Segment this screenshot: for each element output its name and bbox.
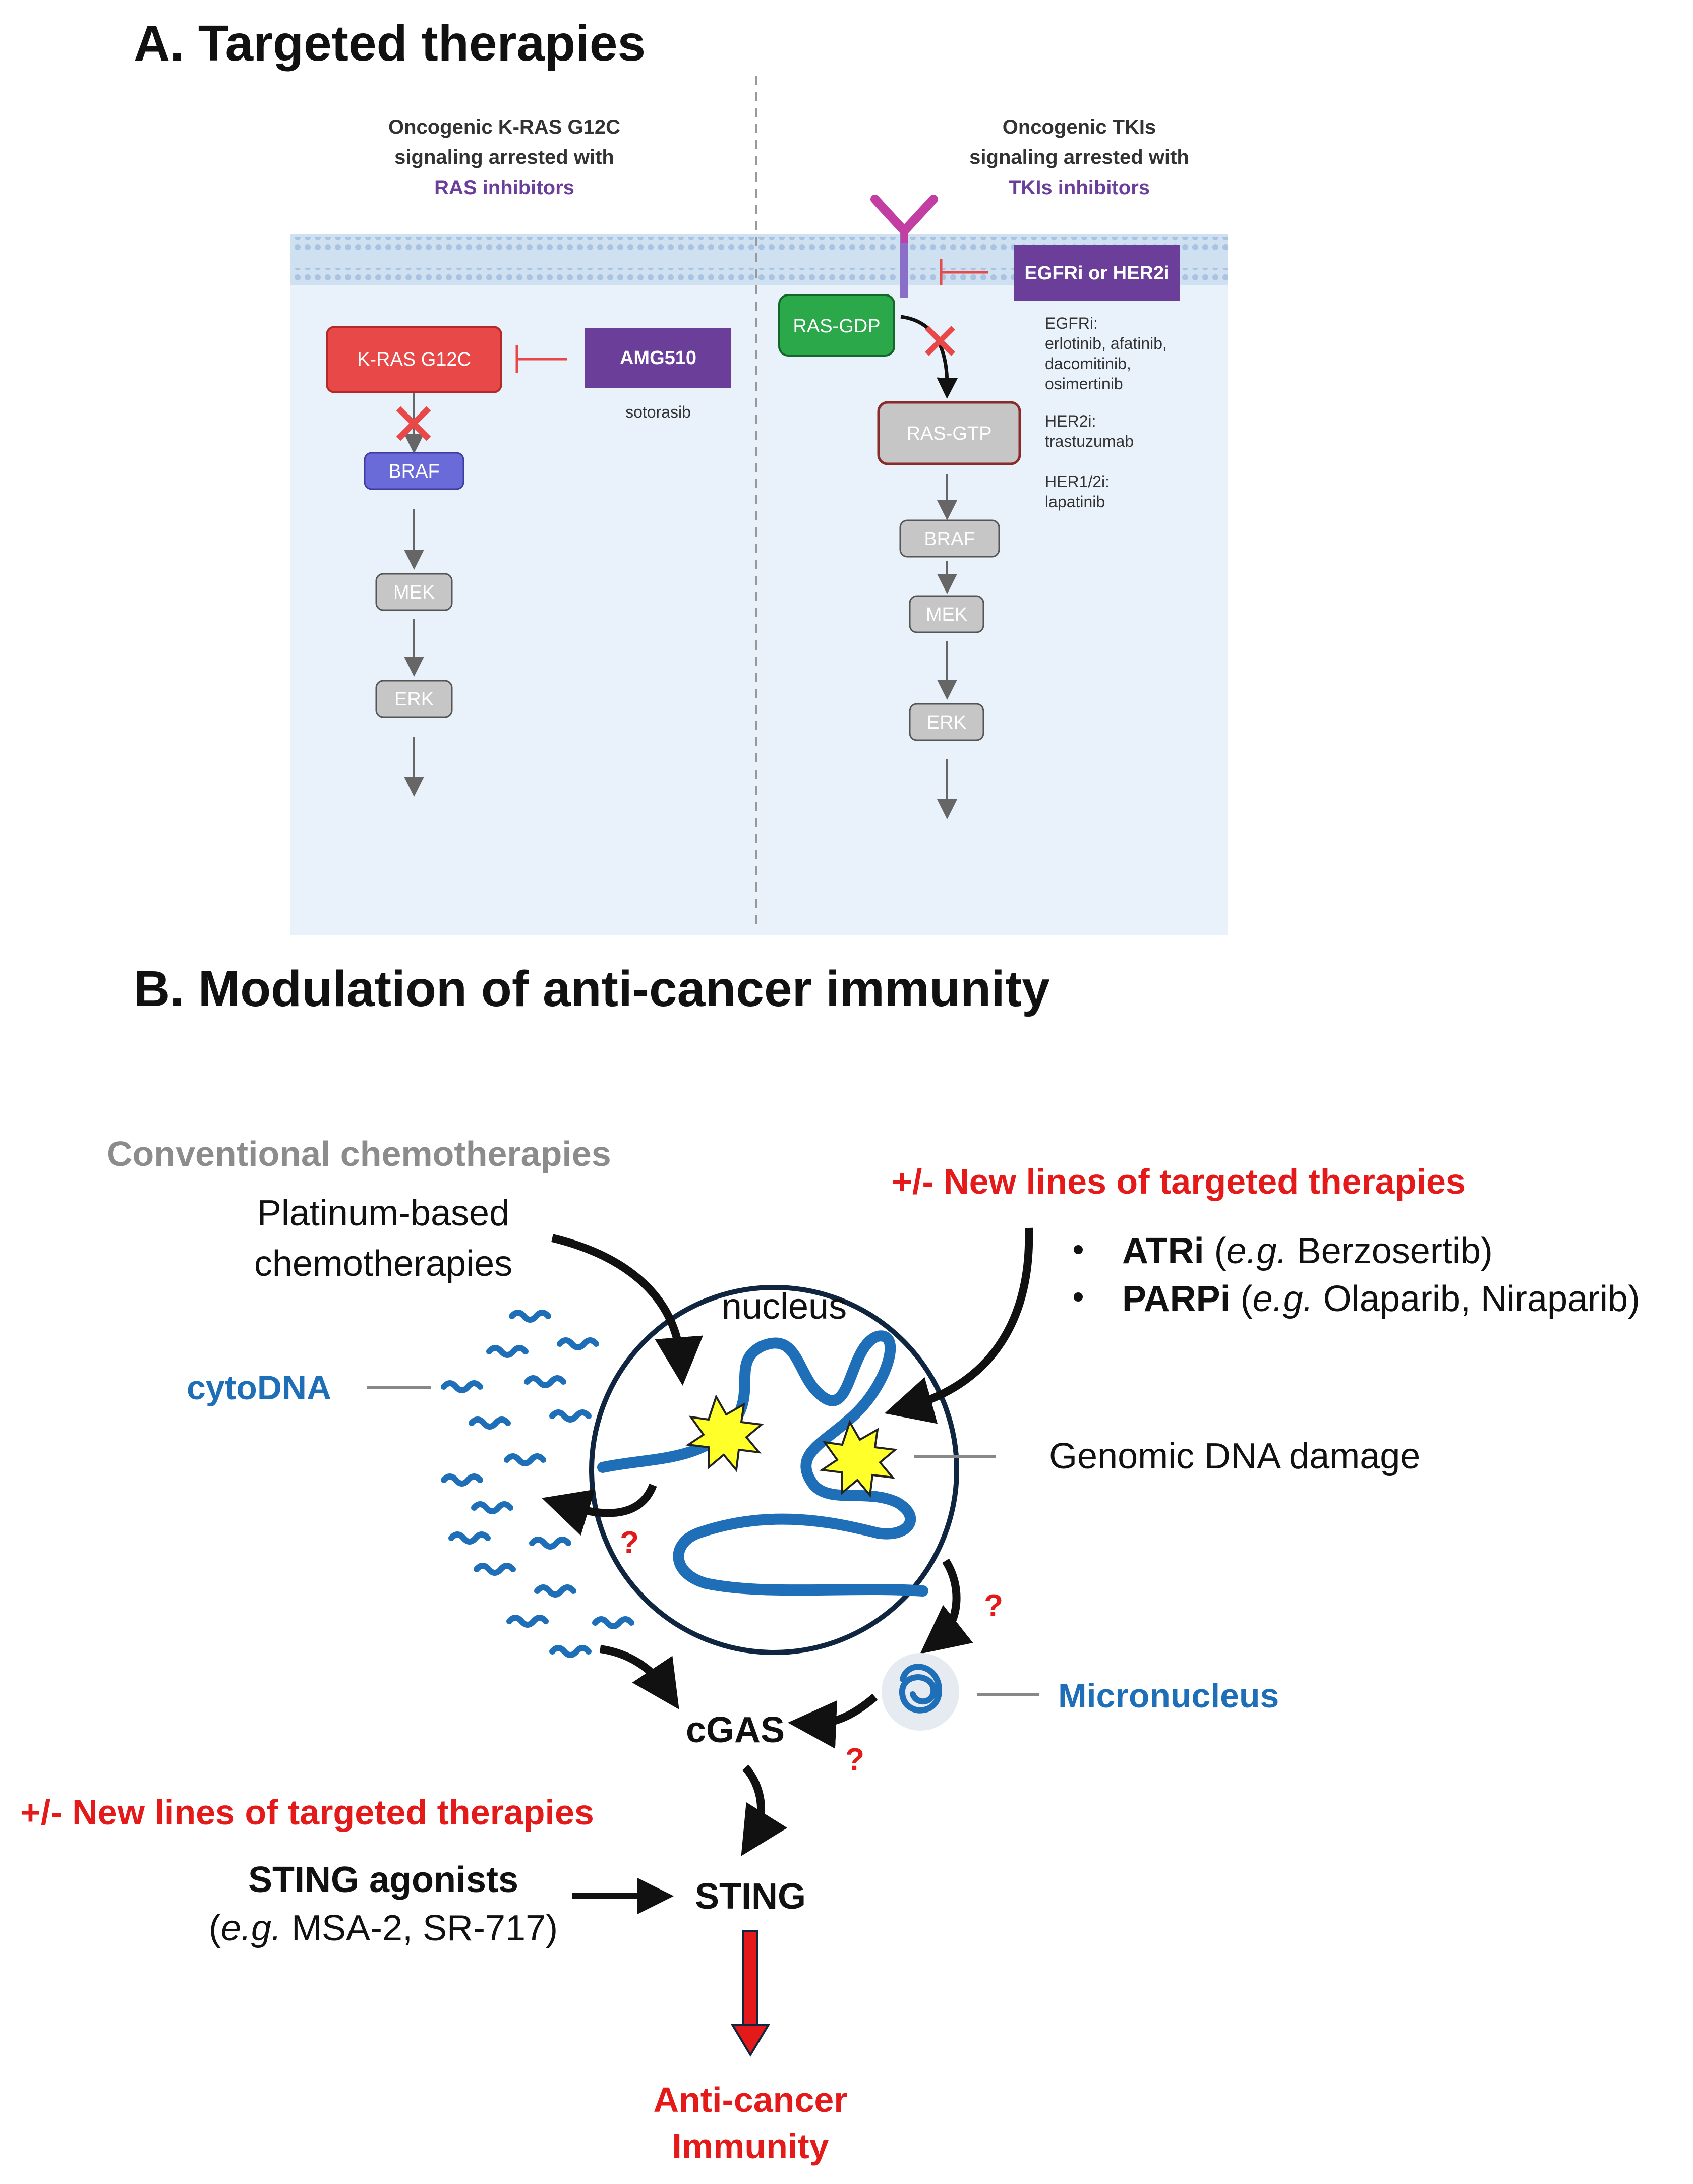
svg-text:Immunity: Immunity <box>672 2127 829 2166</box>
receptor-icon <box>870 195 938 298</box>
cytodna-fragments-icon <box>441 1310 634 1658</box>
svg-text:HER2i:: HER2i: <box>1045 412 1096 430</box>
anti-cancer-immunity-label: Anti-cancer Immunity <box>653 2080 847 2166</box>
sting-agonists-examples: (e.g. MSA-2, SR-717) <box>209 1908 558 1949</box>
ras-gtp-label: RAS-GTP <box>907 423 992 444</box>
egfri-her2i-label: EGFRi or HER2i <box>1024 263 1169 284</box>
dna-damage-star-icon-2 <box>819 1420 898 1498</box>
amg510-box <box>585 328 731 388</box>
svg-text:TKIs inhibitors: TKIs inhibitors <box>1009 176 1150 199</box>
ras-gtp-box <box>877 401 1021 465</box>
svg-text:chemotherapies: chemotherapies <box>254 1244 512 1284</box>
genomic-damage-label: Genomic DNA damage <box>1049 1436 1420 1477</box>
new-lines-bottom-label: +/- New lines of targeted therapies <box>20 1793 594 1832</box>
sting-to-immunity-arrow <box>730 1930 771 2057</box>
sotorasib-label: sotorasib <box>625 403 691 421</box>
right-erk-box <box>909 703 984 741</box>
micronucleus-to-cgas-arrow <box>788 1693 878 1749</box>
right-braf-label: BRAF <box>924 528 975 550</box>
left-mek-label: MEK <box>393 582 435 603</box>
svg-text:Platinum-based: Platinum-based <box>257 1193 509 1233</box>
parpi-bullet: PARPi (e.g. Olaparib, Niraparib) <box>1074 1279 1640 1319</box>
right-mek-box <box>909 595 984 633</box>
cgas-label: cGAS <box>686 1710 785 1750</box>
right-erk-label: ERK <box>927 712 966 733</box>
amg510-label: AMG510 <box>620 347 696 369</box>
svg-text:erlotinib, afatinib,: erlotinib, afatinib, <box>1045 334 1167 352</box>
question-mark-2: ? <box>984 1588 1003 1623</box>
svg-text:PARPi (e.g. Olaparib, Nirapari: PARPi (e.g. Olaparib, Niraparib) <box>1122 1279 1640 1319</box>
svg-text:osimertinib: osimertinib <box>1045 375 1123 393</box>
ras-gdp-label: RAS-GDP <box>793 316 880 337</box>
kras-g12c-label: K-RAS G12C <box>357 349 471 370</box>
dna-to-micronucleus-arrow <box>920 1558 973 1654</box>
right-braf-box <box>899 519 1000 558</box>
svg-text:trastuzumab: trastuzumab <box>1045 432 1134 450</box>
sting-label: STING <box>695 1876 806 1917</box>
genomic-dna-strand <box>597 1330 928 1597</box>
right-mek-label: MEK <box>926 604 967 625</box>
left-header: Oncogenic K-RAS G12C signaling arrested … <box>388 116 620 199</box>
cytodna-label: cytoDNA <box>187 1369 331 1407</box>
svg-text:HER1/2i:: HER1/2i: <box>1045 473 1110 491</box>
kras-g12c-box <box>326 326 502 393</box>
dna-damage-star-icon <box>685 1394 764 1472</box>
platinum-label: Platinum-based chemotherapies <box>254 1193 512 1284</box>
micronucleus-icon <box>882 1653 959 1731</box>
svg-text:lapatinib: lapatinib <box>1045 493 1105 511</box>
atri-bullet: ATRi (e.g. Berzosertib) <box>1074 1231 1493 1271</box>
left-braf-box <box>364 452 464 490</box>
new-lines-top-label: +/- New lines of targeted therapies <box>892 1162 1466 1201</box>
cytodna-to-cgas-arrow <box>599 1645 679 1709</box>
question-mark-1: ? <box>620 1525 639 1560</box>
targeted-to-dna-arrow <box>884 1227 1033 1424</box>
svg-text:Oncogenic K-RAS G12C: Oncogenic K-RAS G12C <box>388 116 620 138</box>
egfri-her2i-box <box>1014 245 1180 301</box>
svg-text:signaling arrested with: signaling arrested with <box>969 146 1189 168</box>
platinum-to-dna-arrow <box>551 1234 704 1386</box>
amg-inhibition-line <box>515 345 567 373</box>
svg-text:dacomitinib,: dacomitinib, <box>1045 355 1131 373</box>
panel-a-title: A. Targeted therapies <box>134 15 646 72</box>
tki-inhibition-line <box>940 259 988 285</box>
svg-text:EGFRi:: EGFRi: <box>1045 314 1098 332</box>
svg-text:RAS inhibitors: RAS inhibitors <box>434 176 574 199</box>
svg-text:Oncogenic TKIs: Oncogenic TKIs <box>1003 116 1156 138</box>
left-erk-box <box>375 680 453 718</box>
left-mek-box <box>375 573 453 611</box>
svg-text:Anti-cancer: Anti-cancer <box>653 2080 847 2119</box>
cgas-to-sting-arrow <box>741 1764 788 1856</box>
dna-to-cytoplasm-arrow <box>542 1483 657 1536</box>
micronucleus-label: Micronucleus <box>1058 1677 1279 1715</box>
right-header: Oncogenic TKIs signaling arrested with T… <box>969 116 1189 199</box>
left-erk-label: ERK <box>394 689 434 710</box>
blocked-x-icon-right <box>925 326 955 356</box>
svg-text:ATRi (e.g. Berzosertib): ATRi (e.g. Berzosertib) <box>1122 1231 1493 1271</box>
conventional-chemo-label: Conventional chemotherapies <box>107 1134 611 1173</box>
left-braf-label: BRAF <box>388 461 439 482</box>
ras-gdp-box <box>778 294 895 357</box>
blocked-x-icon <box>396 406 431 441</box>
svg-text:signaling arrested with: signaling arrested with <box>394 146 614 168</box>
panel-b-title: B. Modulation of anti-cancer immunity <box>134 961 1050 1017</box>
nucleus-label: nucleus <box>722 1286 847 1327</box>
tki-drug-list: EGFRi: erlotinib, afatinib, dacomitinib,… <box>1045 314 1167 511</box>
sting-agonists-label: STING agonists <box>248 1860 518 1900</box>
question-mark-3: ? <box>845 1742 864 1777</box>
micronucleus-dna-icon <box>899 1664 943 1714</box>
